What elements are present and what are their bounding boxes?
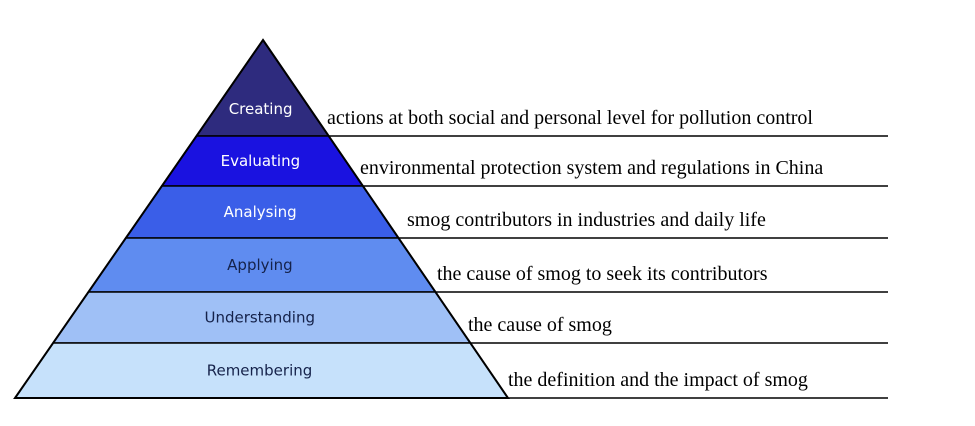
- level-label-applying: Applying: [227, 256, 293, 274]
- level-labels: CreatingEvaluatingAnalysingApplyingUnder…: [204, 100, 315, 379]
- level-label-evaluating: Evaluating: [221, 152, 301, 170]
- pyramid-outline: [13, 38, 510, 399]
- level-description-understanding: the cause of smog: [468, 314, 612, 336]
- level-description-remembering: the definition and the impact of smog: [508, 369, 808, 391]
- level-description-evaluating: environmental protection system and regu…: [360, 157, 823, 179]
- level-label-remembering: Remembering: [207, 362, 313, 380]
- level-description-creating: actions at both social and personal leve…: [327, 107, 813, 129]
- level-descriptions: actions at both social and personal leve…: [327, 107, 823, 391]
- level-description-applying: the cause of smog to seek its contributo…: [437, 263, 768, 285]
- level-label-understanding: Understanding: [204, 309, 315, 327]
- description-rules: [328, 135, 888, 399]
- pyramid-level-creating: [194, 38, 331, 137]
- level-description-analysing: smog contributors in industries and dail…: [407, 209, 766, 231]
- level-label-creating: Creating: [229, 100, 293, 118]
- pyramid-border: [13, 38, 510, 399]
- level-label-analysing: Analysing: [224, 203, 297, 221]
